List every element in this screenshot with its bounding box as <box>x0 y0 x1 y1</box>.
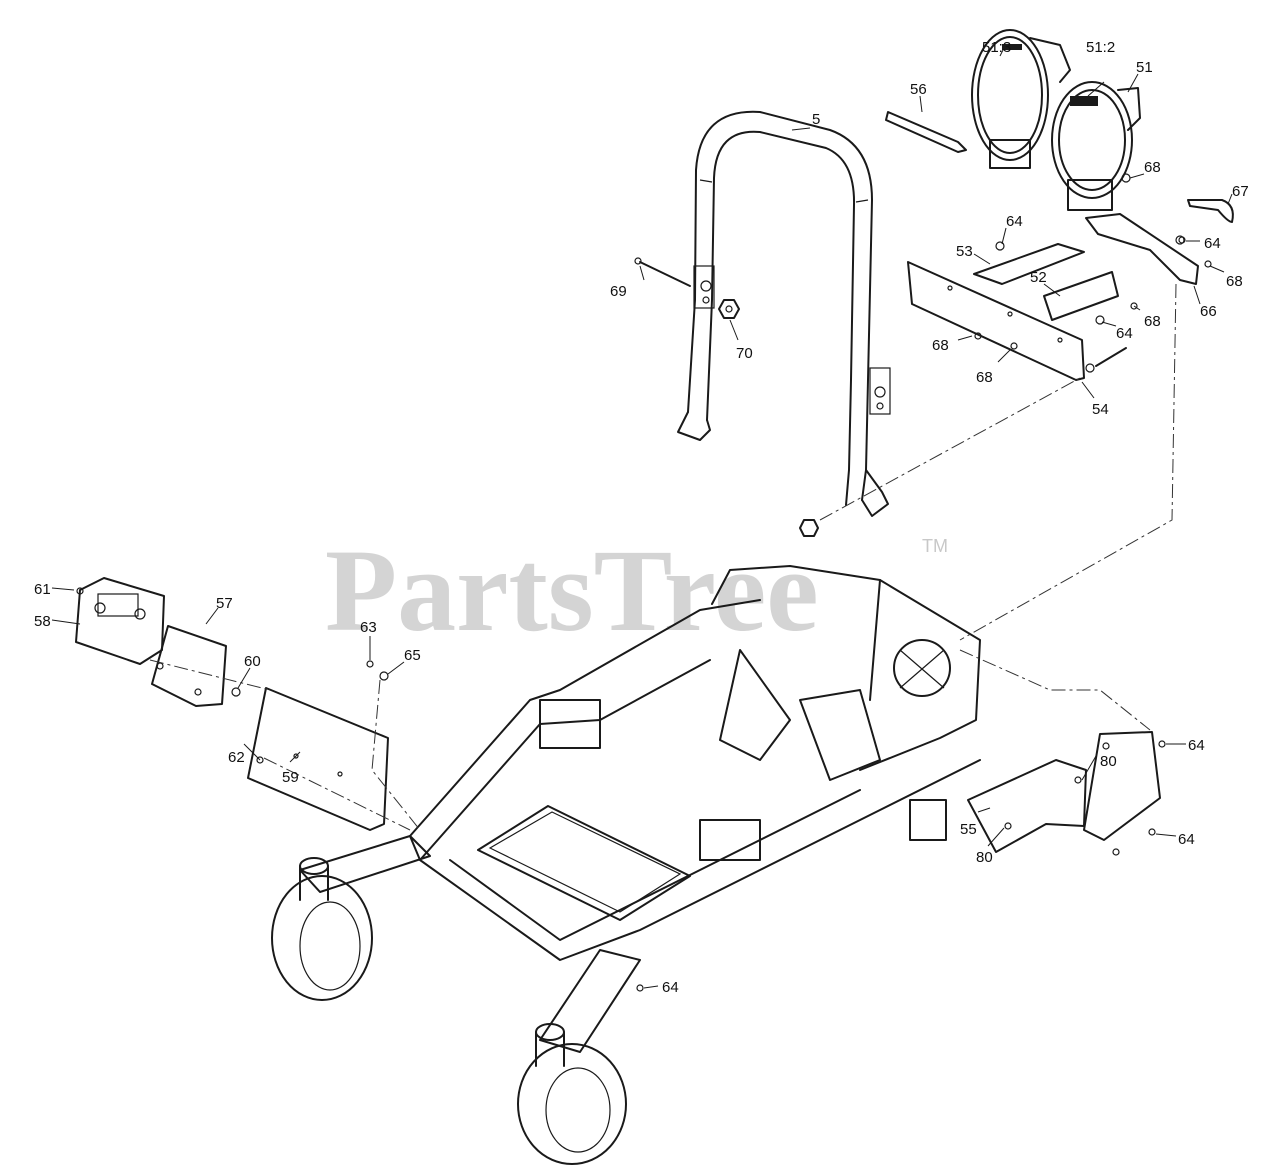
callout-65: 65 <box>404 647 421 664</box>
callout-68: 68 <box>1144 313 1161 330</box>
callout-68: 68 <box>1226 273 1243 290</box>
callout-64: 64 <box>1116 325 1133 342</box>
plate-52 <box>1043 271 1119 321</box>
front-right-caster <box>517 1023 627 1165</box>
watermark-text: PartsTree <box>325 525 819 656</box>
cup-holder-51 <box>1051 81 1141 211</box>
roll-bar-lower-nut <box>799 519 819 537</box>
bracket-66 <box>1085 213 1199 285</box>
callout-59: 59 <box>282 769 299 786</box>
callout-64: 64 <box>1204 235 1221 252</box>
watermark-trademark: TM <box>922 536 948 556</box>
callout-68: 68 <box>932 337 949 354</box>
callout-60: 60 <box>244 653 261 670</box>
leader-lines <box>51 47 1233 989</box>
display-58 <box>75 577 165 665</box>
callout-64: 64 <box>662 979 679 996</box>
callout-54: 54 <box>1092 401 1109 418</box>
bracket-53 <box>973 243 1085 285</box>
bolt-69 <box>634 257 691 287</box>
plate-59 <box>247 687 389 831</box>
callout-51: 51 <box>1136 59 1153 76</box>
cup-holder-51-3 <box>971 29 1071 169</box>
cover-55 <box>967 731 1166 856</box>
callout-57: 57 <box>216 595 233 612</box>
callout-64: 64 <box>1188 737 1205 754</box>
callout-68: 68 <box>976 369 993 386</box>
callout-69: 69 <box>610 283 627 300</box>
callout-51-3: 51:3 <box>982 39 1011 56</box>
callout-80: 80 <box>1100 753 1117 770</box>
callout-63: 63 <box>360 619 377 636</box>
callout-58: 58 <box>34 613 51 630</box>
callout-66: 66 <box>1200 303 1217 320</box>
chassis-frame <box>299 565 981 1053</box>
callout-64: 64 <box>1006 213 1023 230</box>
callout-56: 56 <box>910 81 927 98</box>
bracket-56 <box>885 111 967 153</box>
callout-51-2: 51:2 <box>1086 39 1115 56</box>
callout-52: 52 <box>1030 269 1047 286</box>
callout-68: 68 <box>1144 159 1161 176</box>
callout-55: 55 <box>960 821 977 838</box>
callout-61: 61 <box>34 581 51 598</box>
support-bar-54 <box>907 261 1085 381</box>
callout-64: 64 <box>1178 831 1195 848</box>
callout-5: 5 <box>812 111 820 128</box>
roll-bar <box>677 110 891 517</box>
bracket-67 <box>1187 199 1234 223</box>
small-fasteners-left <box>76 587 644 992</box>
plate-57 <box>151 625 227 707</box>
front-left-caster <box>271 857 373 1001</box>
callout-70: 70 <box>736 345 753 362</box>
callout-53: 53 <box>956 243 973 260</box>
callout-80: 80 <box>976 849 993 866</box>
callout-67: 67 <box>1232 183 1249 200</box>
nut-70 <box>718 299 740 319</box>
callout-62: 62 <box>228 749 245 766</box>
fasteners-upper <box>974 173 1212 373</box>
callout-labels: 51:3 51:2 51 56 5 68 67 64 64 53 52 68 6… <box>34 39 1249 996</box>
assembly-centerlines <box>149 283 1177 831</box>
